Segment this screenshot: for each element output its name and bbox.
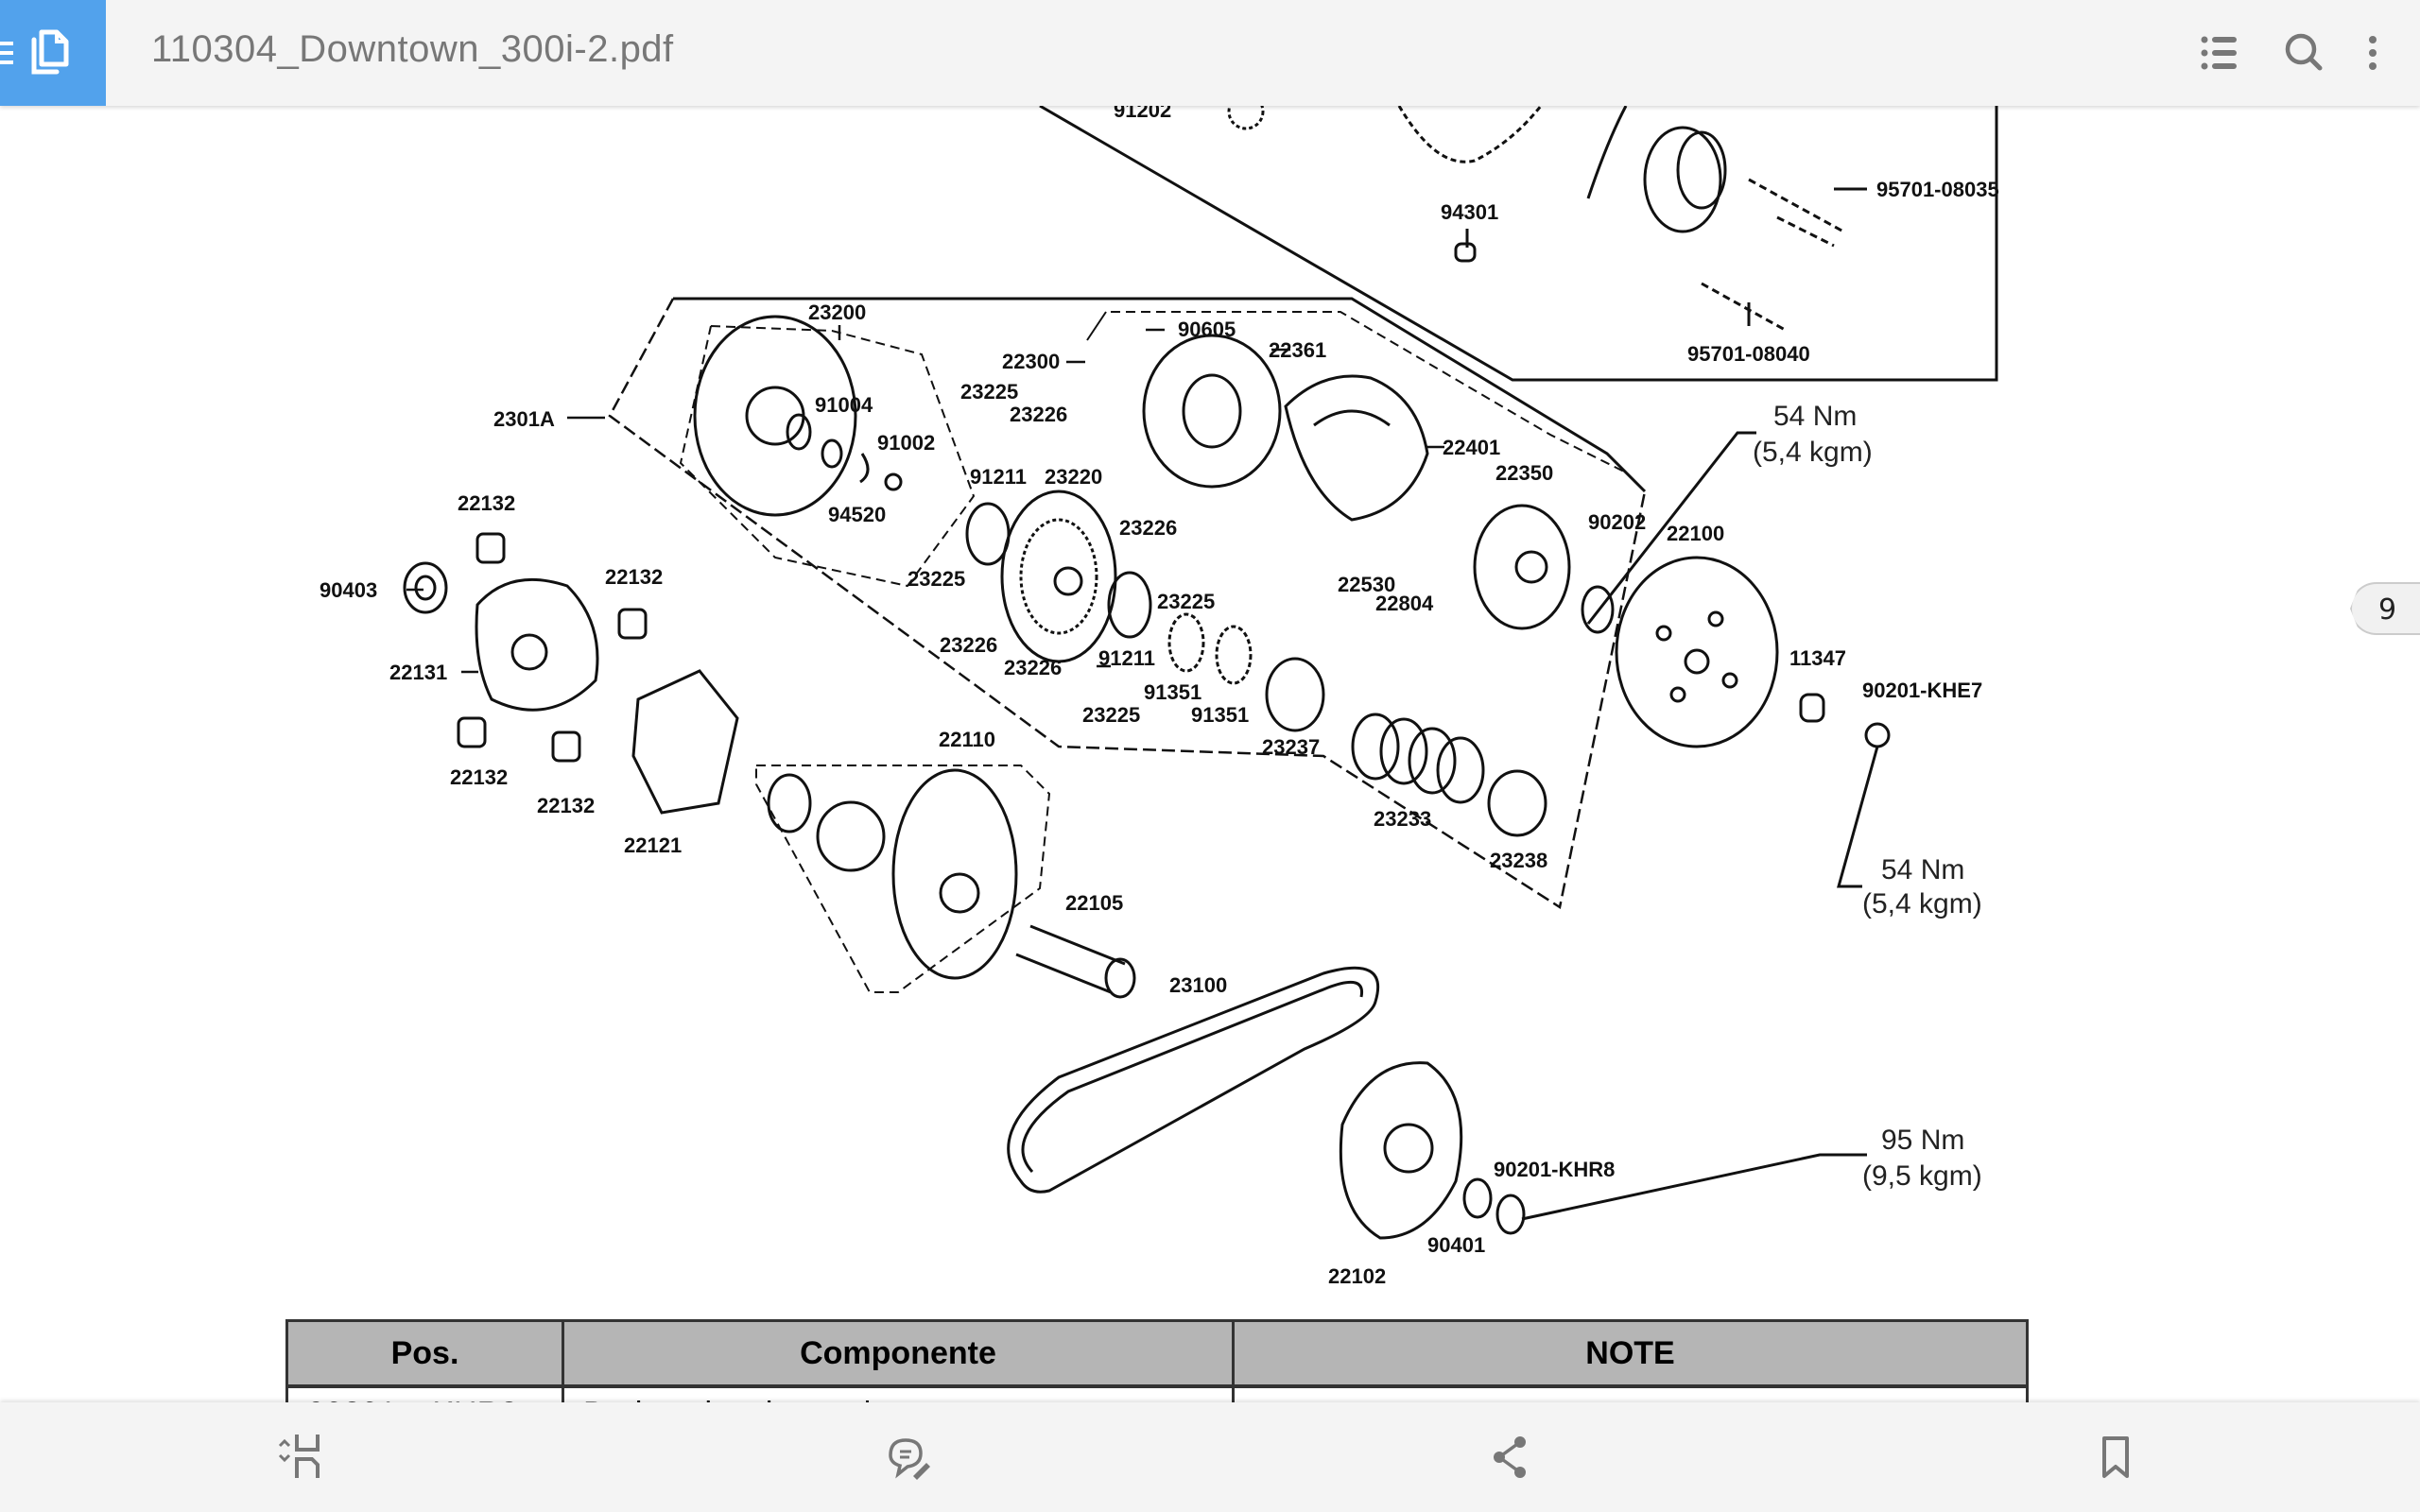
cell-note: -: [1232, 1384, 2029, 1402]
label-91202: 91202: [1114, 106, 1171, 122]
header-note: NOTE: [1232, 1319, 2029, 1388]
label-95701-08035: 95701-08035: [1876, 178, 1999, 201]
label-91211: 91211: [970, 465, 1027, 489]
label-90605: 90605: [1178, 318, 1236, 341]
label-22132-3: 22132: [450, 765, 508, 789]
label-23237: 23237: [1262, 735, 1320, 759]
more-options-button[interactable]: [2346, 26, 2399, 79]
drive-assembly-outline: [608, 298, 1647, 910]
bookmark-button[interactable]: [2089, 1431, 2142, 1484]
label-90202: 90202: [1588, 510, 1646, 534]
label-90401: 90401: [1427, 1233, 1485, 1257]
label-22132-4: 22132: [537, 794, 595, 817]
torque-3-kgm: (9,5 kgm): [1862, 1160, 1982, 1192]
exploded-parts-diagram: 91202 94301 95701-08035 95701-08040 2320…: [320, 106, 1999, 1288]
label-23238: 23238: [1490, 849, 1547, 872]
label-91004: 91004: [815, 393, 873, 417]
label-23200: 23200: [808, 301, 866, 324]
part-labels: 91202 94301 95701-08035 95701-08040 2320…: [320, 106, 1999, 1288]
label-23226: 23226: [1010, 403, 1067, 426]
label-23225: 23225: [960, 380, 1018, 404]
label-23225-2: 23225: [908, 567, 965, 591]
label-91211-2: 91211: [1098, 646, 1155, 670]
bottom-toolbar: [0, 1402, 2420, 1512]
documents-button[interactable]: [0, 0, 106, 106]
torque-3-nm: 95 Nm: [1881, 1125, 1964, 1156]
more-vert-icon: [2369, 36, 2377, 70]
menu-icon: [0, 42, 13, 64]
label-22131: 22131: [389, 661, 447, 684]
label-22100: 22100: [1667, 522, 1724, 545]
label-94301: 94301: [1441, 200, 1498, 224]
label-90201-KHE7: 90201-KHE7: [1862, 679, 1982, 702]
label-23226-2: 23226: [1119, 516, 1177, 540]
label-23225-3: 23225: [1157, 590, 1215, 613]
label-22530: 22530: [1338, 573, 1395, 596]
annotate-icon: [889, 1438, 930, 1480]
label-91002: 91002: [877, 431, 935, 455]
page-number: 9: [2378, 593, 2397, 627]
label-22121: 22121: [624, 833, 682, 857]
cell-componente: Dado puleggia motrice: [562, 1384, 1235, 1402]
label-22300: 22300: [1002, 350, 1060, 373]
share-icon: [1494, 1436, 1526, 1478]
label-11347: 11347: [1789, 646, 1846, 670]
label-22401: 22401: [1443, 436, 1500, 459]
label-90201-KHR8: 90201-KHR8: [1494, 1158, 1615, 1181]
torque-1-kgm: (5,4 kgm): [1753, 437, 1873, 468]
search-icon: [2285, 33, 2323, 71]
label-22110: 22110: [939, 728, 995, 751]
share-button[interactable]: [1484, 1431, 1537, 1484]
torque-annotations: 54 Nm (5,4 kgm) 54 Nm (5,4 kgm) 95 Nm (9…: [1753, 401, 1982, 1192]
label-22350: 22350: [1495, 461, 1553, 485]
search-button[interactable]: [2278, 26, 2331, 79]
label-22102: 22102: [1328, 1264, 1386, 1288]
label-22105: 22105: [1065, 891, 1123, 915]
label-91351-2: 91351: [1191, 703, 1249, 727]
label-90403: 90403: [320, 578, 377, 602]
outline-list-icon: [2201, 36, 2237, 70]
label-95701-08040: 95701-08040: [1687, 342, 1810, 366]
document-title: 110304_Downtown_300i-2.pdf: [151, 28, 674, 70]
label-2301A: 2301A: [493, 407, 555, 431]
crankcase-outline: [1039, 106, 1998, 382]
label-23225-4: 23225: [1082, 703, 1140, 727]
outline-list-button[interactable]: [2193, 26, 2246, 79]
header-pos: Pos.: [285, 1319, 564, 1388]
documents-icon: [31, 29, 69, 75]
pdf-page[interactable]: 91202 94301 95701-08035 95701-08040 2320…: [0, 106, 2420, 1402]
label-22804: 22804: [1375, 592, 1434, 615]
annotate-button[interactable]: [881, 1431, 934, 1484]
torque-1-nm: 54 Nm: [1773, 401, 1857, 432]
label-22132-2: 22132: [605, 565, 663, 589]
top-app-bar: 110304_Downtown_300i-2.pdf: [0, 0, 2420, 106]
torque-2-kgm: (5,4 kgm): [1862, 888, 1982, 919]
cell-pos: 90201 – KHR8: [285, 1384, 564, 1402]
page-number-indicator[interactable]: 9: [2350, 582, 2420, 635]
table-header-row: Pos. Componente NOTE: [285, 1319, 2029, 1388]
label-23226-3: 23226: [940, 633, 997, 657]
label-23220: 23220: [1045, 465, 1102, 489]
parts-table: Pos. Componente NOTE 90201 – KHR8 Dado p…: [285, 1319, 2029, 1402]
label-23233: 23233: [1374, 807, 1431, 831]
label-22132-1: 22132: [458, 491, 515, 515]
label-91351-1: 91351: [1144, 680, 1201, 704]
bookmark-icon: [2102, 1436, 2129, 1478]
torque-2-nm: 54 Nm: [1881, 854, 1964, 885]
reflow-button[interactable]: [274, 1431, 327, 1484]
reflow-icon: [278, 1435, 320, 1478]
header-componente: Componente: [562, 1319, 1235, 1388]
label-23226-4: 23226: [1004, 656, 1062, 679]
label-94520: 94520: [828, 503, 886, 526]
label-22361: 22361: [1269, 338, 1326, 362]
label-23100: 23100: [1169, 973, 1227, 997]
table-row: 90201 – KHR8 Dado puleggia motrice -: [285, 1384, 2029, 1402]
